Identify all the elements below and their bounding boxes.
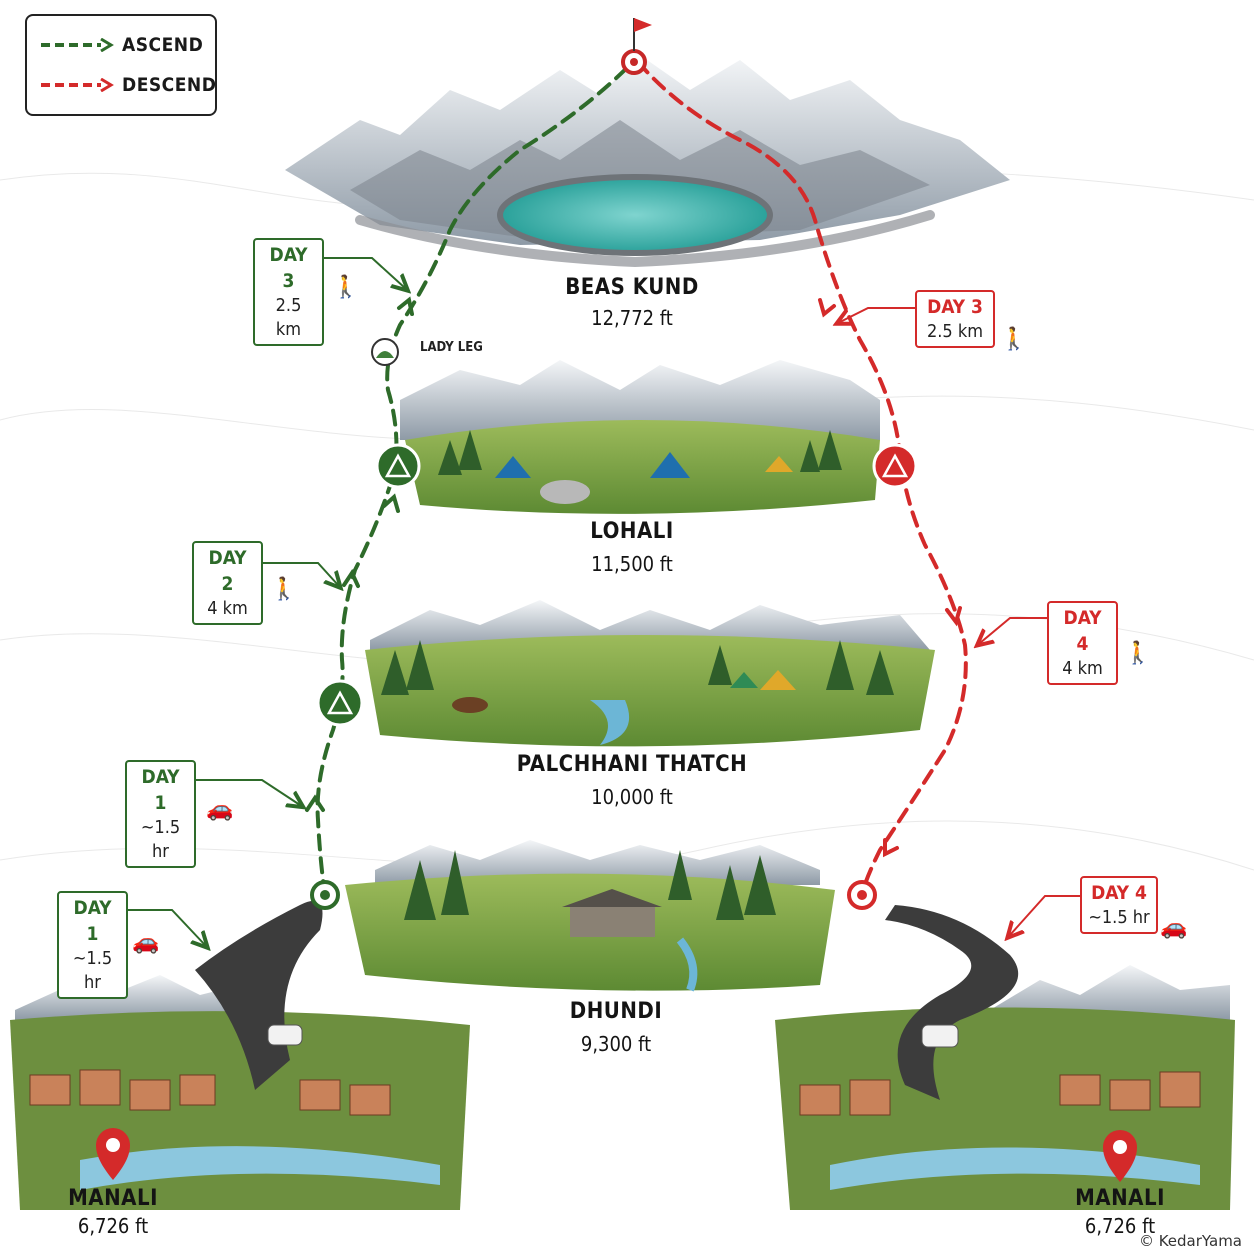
descend-day3-box: DAY 3 2.5 km bbox=[915, 290, 995, 348]
location-pin-icon bbox=[1103, 1130, 1137, 1182]
palchhani-title: PALCHHANI THATCH bbox=[516, 752, 748, 777]
day-label: DAY 1 bbox=[73, 897, 112, 945]
day-label: DAY 4 bbox=[1063, 607, 1102, 655]
hiker-icon: 🚶 bbox=[1124, 640, 1152, 665]
ascend-day1-road-box: DAY 1 ~1.5 hr bbox=[57, 891, 128, 999]
lady-leg-marker bbox=[371, 338, 399, 366]
palchhani-thatch-illustration bbox=[365, 600, 935, 747]
hiker-icon: 🚶 bbox=[270, 576, 298, 601]
palchhani-altitude: 10,000 ft bbox=[591, 785, 673, 809]
ascend-day3-box: DAY 3 2.5 km bbox=[253, 238, 324, 346]
descend-end-marker bbox=[847, 880, 877, 910]
manali-left-title: MANALI bbox=[68, 1186, 158, 1211]
credit-text: © KedarYama bbox=[1138, 1232, 1242, 1250]
day-value: ~1.5 hr bbox=[140, 817, 181, 862]
beas-kund-altitude: 12,772 ft bbox=[591, 306, 673, 330]
car-icon: 🚗 bbox=[132, 929, 160, 954]
descend-arrow-icon bbox=[41, 78, 114, 92]
location-pin-icon bbox=[96, 1128, 130, 1180]
day-value: 4 km bbox=[207, 598, 248, 619]
manali-right-altitude: 6,726 ft bbox=[1084, 1214, 1156, 1238]
day-value: ~1.5 hr bbox=[72, 948, 113, 993]
manali-left-altitude: 6,726 ft bbox=[77, 1214, 149, 1238]
ascend-day1-box: DAY 1 ~1.5 hr bbox=[125, 760, 196, 868]
day-label: DAY 3 bbox=[269, 244, 308, 292]
dhundi-title: DHUNDI bbox=[569, 999, 663, 1024]
lohali-title: LOHALI bbox=[590, 519, 674, 544]
hiker-icon: 🚶 bbox=[1000, 326, 1028, 351]
descend-day4-box: DAY 4 4 km bbox=[1047, 601, 1118, 685]
lady-leg-label: LADY LEG bbox=[420, 340, 483, 355]
car-icon: 🚗 bbox=[1160, 914, 1188, 939]
beas-kund-illustration bbox=[285, 55, 1010, 268]
legend-descend-label: DESCEND bbox=[122, 74, 217, 96]
beas-kund-title: BEAS KUND bbox=[565, 275, 699, 300]
day-label: DAY 4 bbox=[1091, 882, 1147, 904]
day-label: DAY 2 bbox=[208, 547, 247, 595]
descend-day4-road-box: DAY 4 ~1.5 hr bbox=[1080, 876, 1158, 934]
day-value: 4 km bbox=[1062, 658, 1103, 679]
ascend-camp-palchhani bbox=[316, 679, 364, 727]
ascend-day2-box: DAY 2 4 km bbox=[192, 541, 263, 625]
lohali-altitude: 11,500 ft bbox=[591, 552, 673, 576]
legend-ascend: ASCEND bbox=[39, 34, 203, 56]
manali-right-illustration bbox=[775, 905, 1235, 1210]
day-value: 2.5 km bbox=[275, 295, 302, 340]
day-value: ~1.5 hr bbox=[1088, 907, 1150, 928]
ascend-start-marker bbox=[310, 880, 340, 910]
hiker-icon: 🚶 bbox=[332, 274, 360, 299]
car-icon: 🚗 bbox=[206, 796, 234, 821]
legend: ASCEND DESCEND bbox=[25, 14, 217, 116]
descend-camp-lohali bbox=[872, 443, 918, 489]
manali-right-title: MANALI bbox=[1075, 1186, 1165, 1211]
summit-marker bbox=[621, 18, 652, 75]
lohali-illustration bbox=[400, 360, 880, 514]
legend-ascend-label: ASCEND bbox=[122, 34, 204, 56]
ascend-arrow-icon bbox=[41, 38, 114, 52]
dhundi-altitude: 9,300 ft bbox=[580, 1032, 652, 1056]
day-value: 2.5 km bbox=[926, 321, 984, 342]
day-label: DAY 1 bbox=[141, 766, 180, 814]
dhundi-illustration bbox=[345, 840, 835, 992]
ascend-camp-lohali bbox=[375, 443, 421, 489]
day-label: DAY 3 bbox=[927, 296, 983, 318]
legend-descend: DESCEND bbox=[39, 74, 216, 96]
